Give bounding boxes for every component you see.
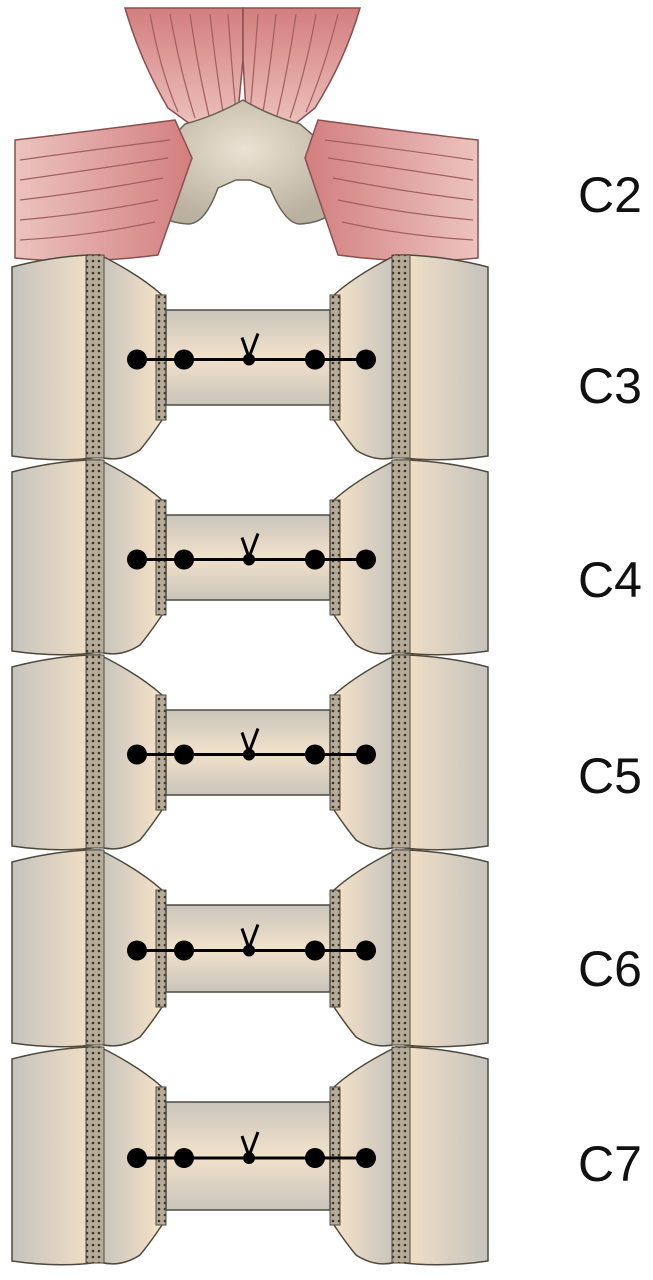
right-dotted-margin (391, 254, 411, 459)
screw-point (127, 744, 147, 765)
c2-muscle-group (14, 7, 479, 262)
right-inner-dotted (329, 294, 341, 421)
wire-twist (240, 727, 260, 757)
right-dotted-margin (391, 654, 411, 849)
label-c7: C7 (578, 1136, 642, 1192)
left-inner-dotted (155, 499, 167, 616)
wire-twist (240, 1131, 260, 1161)
screw-point (305, 549, 325, 570)
vertebra-c5 (11, 653, 489, 851)
left-dotted-margin (85, 254, 105, 459)
screw-point (174, 549, 194, 570)
right-dotted-margin (391, 849, 411, 1046)
screw-point (305, 1148, 325, 1168)
label-c4: C4 (578, 552, 642, 608)
wire-twist (240, 532, 260, 562)
wire-twist (240, 923, 260, 953)
screw-point (174, 1148, 194, 1168)
right-dotted-margin (391, 1046, 411, 1264)
right-inner-dotted (329, 1086, 341, 1226)
screw-point (174, 940, 194, 961)
left-inner-dotted (155, 294, 167, 421)
screw-point (127, 1148, 147, 1168)
left-inner-dotted (155, 889, 167, 1008)
vertebra-c7 (11, 1045, 489, 1266)
left-inner-dotted (155, 694, 167, 811)
vertebrae-group (11, 253, 489, 1266)
right-inner-dotted (329, 499, 341, 616)
upper-right-muscle (242, 7, 361, 125)
label-c6: C6 (578, 941, 642, 997)
screw-point (127, 349, 147, 370)
wire-twist (240, 332, 260, 362)
left-inner-dotted (155, 1086, 167, 1226)
c2-spinous-process (154, 99, 336, 225)
upper-left-muscle (124, 7, 244, 125)
screw-point (174, 744, 194, 765)
left-dotted-margin (85, 459, 105, 654)
screw-point (127, 940, 147, 961)
left-dotted-margin (85, 1046, 105, 1264)
screw-point (356, 744, 376, 765)
screw-point (356, 1148, 376, 1168)
screw-point (305, 744, 325, 765)
screw-point (356, 940, 376, 961)
screw-point (356, 549, 376, 570)
left-dotted-margin (85, 849, 105, 1046)
vertebra-c6 (11, 848, 489, 1048)
vertebra-c3 (11, 253, 489, 461)
screw-point (356, 349, 376, 370)
vertebra-c4 (11, 458, 489, 656)
screw-point (127, 549, 147, 570)
right-dotted-margin (391, 459, 411, 654)
label-c2: C2 (578, 167, 642, 223)
screw-point (305, 349, 325, 370)
label-c3: C3 (578, 358, 642, 414)
label-c5: C5 (578, 748, 642, 804)
left-dotted-margin (85, 654, 105, 849)
screw-point (174, 349, 194, 370)
right-inner-dotted (329, 889, 341, 1008)
right-inner-dotted (329, 694, 341, 811)
screw-point (305, 940, 325, 961)
